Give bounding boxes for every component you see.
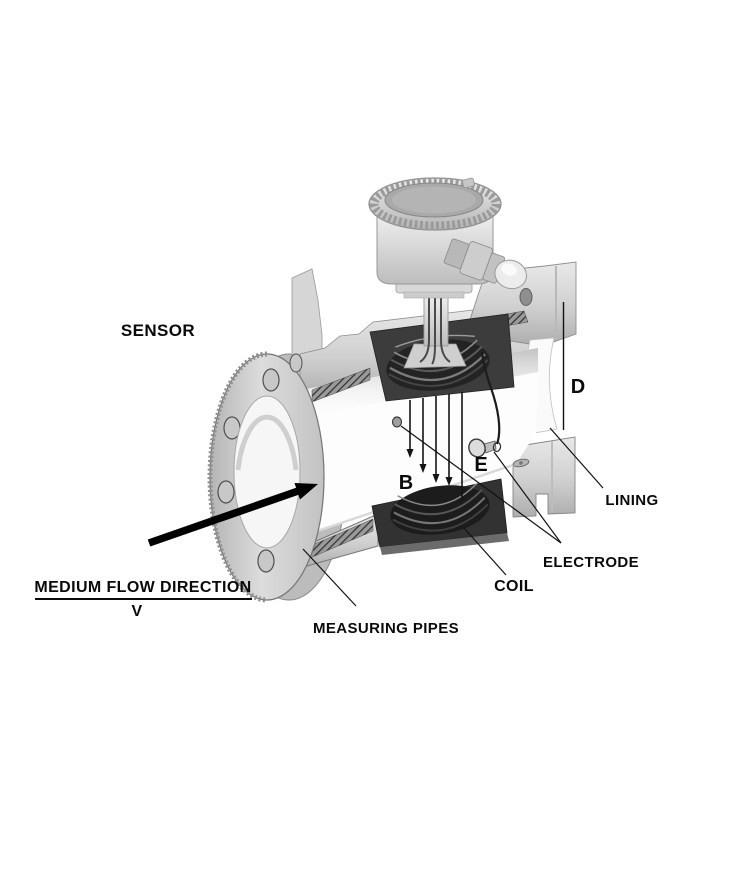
electrode-back: [391, 416, 403, 428]
leader-lining: [549, 427, 604, 489]
right-flange-bottom-block: [512, 436, 576, 518]
label-sensor: SENSOR: [121, 321, 195, 340]
lid-tab: [462, 177, 475, 189]
bottom-coil-assembly: [371, 478, 509, 555]
leader-coil: [463, 527, 507, 576]
leader-electrode-back: [400, 425, 562, 544]
left-flange: [207, 351, 325, 603]
leader-measuring-pipes: [302, 548, 357, 607]
label-medium-flow-direction: MEDIUM FLOW DIRECTION V: [34, 579, 252, 620]
lid-knurl-ring: [369, 177, 501, 231]
magnetic-field-lines: [406, 392, 463, 500]
flange-screw: [512, 458, 530, 468]
label-velocity-symbol: V: [131, 603, 142, 620]
flange-bolt-hole: [257, 549, 275, 573]
label-measuring-pipes: MEASURING PIPES: [313, 620, 459, 637]
label-coil: COIL: [494, 578, 534, 595]
label-lining: LINING: [605, 492, 658, 509]
hatch-strip-top-left: [311, 367, 371, 403]
cable-gland: [443, 238, 527, 290]
transmitter-head: [368, 177, 527, 299]
flange-bolt-hole: [217, 480, 235, 504]
leader-electrode-front: [493, 451, 562, 544]
bracket-hole: [519, 288, 533, 306]
label-diameter-symbol: D: [571, 376, 585, 398]
label-electrode: ELECTRODE: [543, 554, 639, 571]
label-electrode-symbol: E: [474, 454, 487, 476]
bottom-coil: [390, 483, 490, 535]
label-medium-flow-direction-text: MEDIUM FLOW DIRECTION: [34, 579, 251, 596]
neck: [403, 292, 467, 369]
electrode-wire: [480, 351, 501, 445]
label-field-symbol: B: [399, 472, 413, 494]
flange-bolt-hole: [289, 353, 303, 373]
flange-bolt-hole: [262, 368, 280, 392]
flow-direction-arrow: [147, 483, 318, 547]
flange-knurled-edge: [207, 351, 268, 603]
